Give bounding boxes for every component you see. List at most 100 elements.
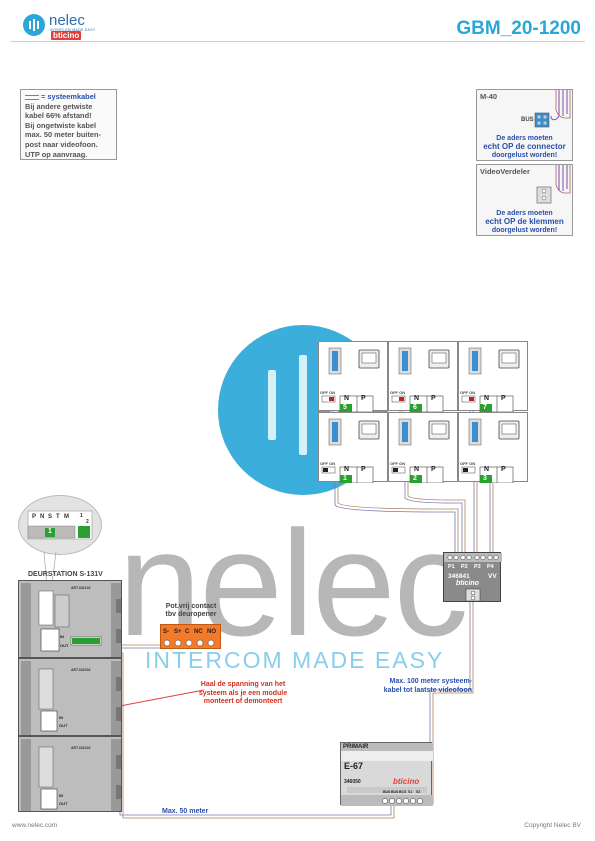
m40-bus-label: BUS: [521, 117, 534, 123]
monitor-n-label: N: [484, 466, 490, 473]
relay-caption-line: Pot.vrij contact: [165, 603, 217, 610]
module-code: ART.332202: [71, 746, 91, 750]
distributor-code: 346841: [448, 573, 470, 580]
brand-tagline: INTERCOM MADE EASY: [50, 28, 96, 32]
distributor-port: P3: [474, 564, 481, 570]
monitor-3: OFF ON N P 3: [458, 412, 528, 483]
dip-label: 1: [80, 513, 83, 519]
door-module-1: ART.332102 IN OUT: [18, 580, 122, 658]
door-module-3: ART.332202 IN OUT: [18, 736, 122, 812]
note-100m: Max. 100 meter systeem- kabel tot laatst…: [348, 677, 472, 695]
monitor-off-on-label: OFF ON: [460, 461, 476, 466]
psu-brand: bticino: [393, 777, 420, 786]
warning-note: Haal de spanning van het systeem als je …: [194, 681, 292, 707]
psu-code: 346050: [344, 779, 361, 785]
monitor-n-label: N: [344, 466, 350, 473]
watermark-tagline: INTERCOM MADE EASY: [145, 647, 445, 673]
legend-key: = systeemkabel: [41, 92, 96, 101]
monitor-number: 5: [343, 404, 347, 411]
module-in-label: IN: [59, 715, 63, 720]
note-50m: Max. 50 meter: [162, 808, 209, 815]
dip-label: P: [32, 514, 37, 520]
header-divider: [10, 41, 585, 42]
monitor-grid: OFF ON N P 5 OFF ON N P 6: [318, 341, 528, 483]
psu-terminal-label: BCS: [399, 790, 407, 794]
distributor-vv: VV: [488, 573, 497, 580]
note-100m-line: kabel tot laatste videofoon: [383, 687, 472, 694]
monitor-off-on-label: OFF ON: [390, 461, 406, 466]
psu-terminal-label: BUS: [391, 790, 399, 794]
psu-body-icon: [341, 743, 433, 806]
legend-line: max. 50 meter buiten-: [25, 130, 101, 140]
module-in-label: IN: [59, 793, 63, 798]
brand-name: nelec: [49, 12, 85, 29]
dip-label: N: [40, 514, 45, 520]
dip-switch-icon: [27, 510, 93, 540]
monitor-n-label: N: [484, 395, 490, 402]
monitor-7: OFF ON N P 7: [458, 341, 528, 412]
legend-line: kabel 66% afstand!: [25, 111, 92, 121]
monitor-p-label: P: [361, 466, 366, 473]
footer-website[interactable]: www.nelec.com: [12, 822, 58, 829]
monitor-unit-icon: [391, 418, 450, 483]
monitor-unit-icon: [391, 347, 450, 412]
monitor-p-label: P: [501, 466, 506, 473]
monitor-5: OFF ON N P 5: [318, 341, 388, 412]
psu-tag: PRIMAIR: [343, 744, 369, 750]
monitor-unit-icon: [321, 418, 380, 483]
dip-label: 2: [86, 519, 89, 525]
m40-connector-icon: [534, 90, 571, 128]
videoverdeler-label: VideoVerdeler: [480, 167, 530, 176]
m40-note-line: De aders moeten: [496, 135, 553, 142]
monitor-unit-icon: [461, 347, 520, 412]
door-module-icon: [21, 661, 121, 735]
dip-label: T: [56, 514, 60, 520]
monitor-off-on-label: OFF ON: [320, 461, 336, 466]
door-station: ART.332102 IN OUT ART.332202 IN OUT ART.…: [18, 580, 122, 812]
monitor-off-on-label: OFF ON: [460, 390, 476, 395]
m40-info-box: M-40 BUS De aders moeten echt OP de conn…: [476, 89, 573, 161]
warning-line: systeem als je een module: [198, 689, 288, 697]
module-code: ART.332102: [71, 586, 91, 590]
monitor-unit-icon: [321, 347, 380, 412]
videoverdeler-note-line: doorgelust worden!: [491, 227, 558, 234]
partner-logo: bticino: [51, 31, 82, 40]
monitor-number: 7: [483, 404, 487, 411]
legend-line: UTP op aanvraag.: [25, 149, 88, 159]
warning-line: Haal de spanning van het: [200, 681, 286, 688]
relay-box: S- S+ C NC NO: [160, 624, 221, 649]
monitor-6: OFF ON N P 6: [388, 341, 458, 412]
door-station-title: DEURSTATION S-131V: [28, 571, 103, 578]
monitor-number: 2: [413, 475, 417, 482]
header: nelec INTERCOM MADE EASY bticino GBM_20-…: [0, 0, 595, 42]
videoverdeler-note-line: De aders moeten: [496, 210, 553, 217]
cable-legend: = systeemkabel Bij andere getwiste kabel…: [20, 89, 117, 160]
monitor-number: 6: [413, 404, 417, 411]
relay-terminal-label: NO: [207, 629, 216, 635]
monitor-off-on-label: OFF ON: [320, 390, 336, 395]
system-cable-symbol: [25, 94, 39, 100]
monitor-number: 1: [343, 475, 347, 482]
relay-terminal-label: S-: [163, 629, 169, 635]
door-module-icon: [21, 583, 121, 657]
psu-name: E-67: [344, 761, 364, 771]
relay-terminal-label: S+: [174, 629, 182, 635]
dip-switch-zoom: P N S T M 1 2 1: [18, 495, 102, 555]
module-out-label: OUT: [60, 643, 69, 648]
relay-caption-line: tbv deuropener: [165, 611, 217, 618]
monitor-unit-icon: [461, 418, 520, 483]
monitor-n-label: N: [414, 395, 420, 402]
door-module-icon: [21, 739, 121, 811]
videoverdeler-note-line: echt OP de klemmen: [485, 217, 564, 226]
m40-note-line: echt OP de connector: [483, 142, 566, 151]
dip-value: 1: [48, 528, 52, 535]
psu-terminal-label: S2: [416, 790, 421, 794]
terminal-block-icon: [536, 165, 571, 204]
door-module-2: ART.332202 IN OUT: [18, 658, 122, 736]
monitor-n-label: N: [344, 395, 350, 402]
monitor-p-label: P: [361, 395, 366, 402]
footer-copyright: Copyright Nelec BV: [524, 822, 581, 829]
m40-label: M-40: [480, 92, 498, 101]
module-code: ART.332202: [71, 668, 91, 672]
module-out-label: OUT: [59, 723, 68, 728]
